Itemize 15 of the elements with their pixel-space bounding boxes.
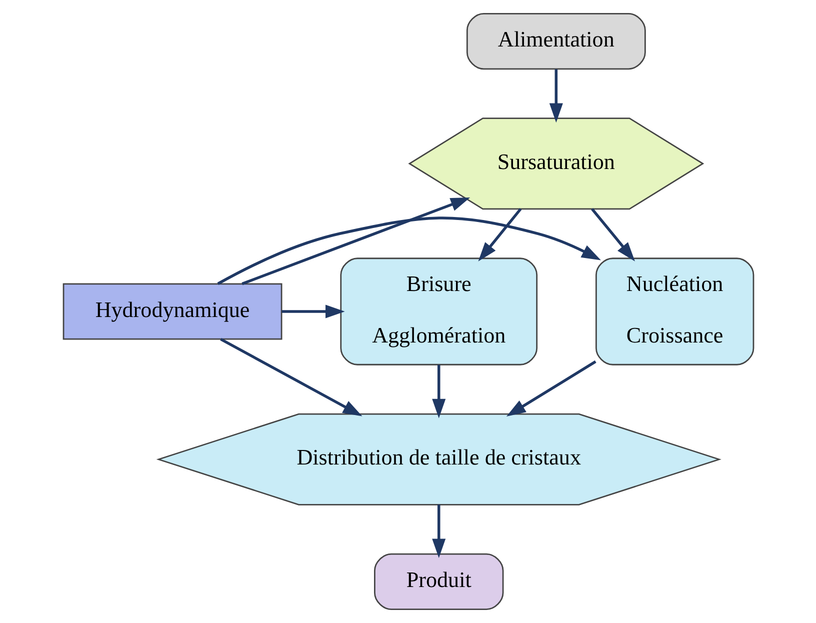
arrow [281, 304, 344, 318]
arrow [220, 338, 362, 416]
node-box: Alimentation [466, 13, 646, 70]
node-box: Produit [374, 553, 504, 610]
arrow [432, 364, 446, 418]
node-box: Brisure Agglomération [340, 258, 538, 366]
arrow [241, 198, 470, 286]
arrow [506, 360, 596, 416]
arrow [216, 216, 600, 285]
node-box: Nucléation Croissance [594, 258, 754, 366]
arrow [478, 208, 522, 262]
arrow [548, 69, 562, 123]
node-box: Hydrodynamique [62, 283, 282, 340]
arrow [432, 504, 446, 558]
arrow [590, 208, 634, 262]
